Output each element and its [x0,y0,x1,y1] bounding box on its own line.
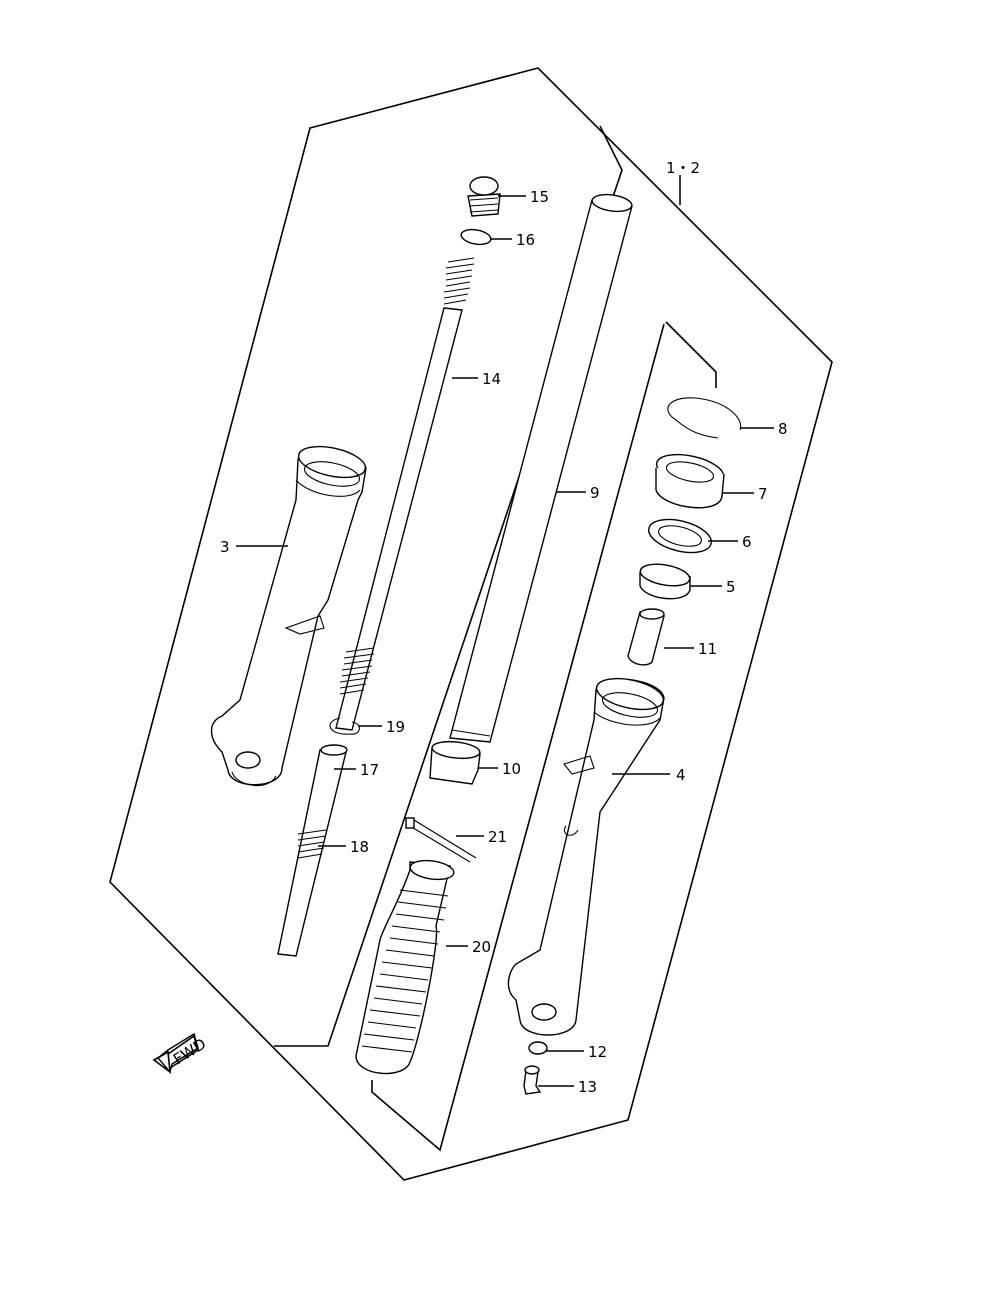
dust-boot [355,859,455,1075]
callout-20: 20 [472,938,491,956]
snap-ring [667,397,742,439]
o-ring [460,228,492,246]
circlip [329,717,360,735]
outer-tube-right [507,677,665,1036]
fwd-arrow-icon: FWD [152,1032,209,1074]
slide-bushing [429,740,481,785]
callout-11: 11 [698,640,717,658]
pin [405,817,477,863]
callout-6: 6 [742,533,752,551]
outer-tube-left [210,445,367,787]
inner-boundary-right-lower [371,323,665,1152]
outer-assembly-boundary [109,67,833,1181]
callout-15: 15 [530,188,549,206]
callout-13: 13 [578,1078,597,1096]
cap-bolt [467,176,501,217]
callout-5: 5 [726,578,736,596]
callout-3: 3 [220,538,230,556]
callout-14: 14 [482,370,501,388]
guide-bushing [639,563,691,600]
oil-lock-piece [627,608,665,666]
damper-rod [335,257,475,731]
callout-10: 10 [502,760,521,778]
oil-seal [655,453,725,509]
rebound-spring [297,829,327,859]
callout-4: 4 [676,766,686,784]
inner-boundary-left [274,125,623,1047]
callout-21: 21 [488,828,507,846]
callout-19: 19 [386,718,405,736]
leader-lines [236,175,774,1087]
drain-bolt [523,1065,542,1095]
inner-boundary-right [665,321,717,388]
cylinder [277,744,348,957]
callout-9: 9 [590,484,600,502]
callout-7: 7 [758,485,768,503]
callout-18: 18 [350,838,369,856]
callout-1-2: 1・2 [666,159,700,177]
gasket-washer [528,1041,548,1055]
callout-16: 16 [516,231,535,249]
callout-8: 8 [778,420,788,438]
callout-labels: 1・2 3 4 5 6 7 8 9 10 11 12 13 14 15 16 1… [220,159,788,1096]
callout-17: 17 [360,761,379,779]
seal-spacer [648,518,712,554]
inner-tube [449,193,633,743]
callout-12: 12 [588,1043,607,1061]
